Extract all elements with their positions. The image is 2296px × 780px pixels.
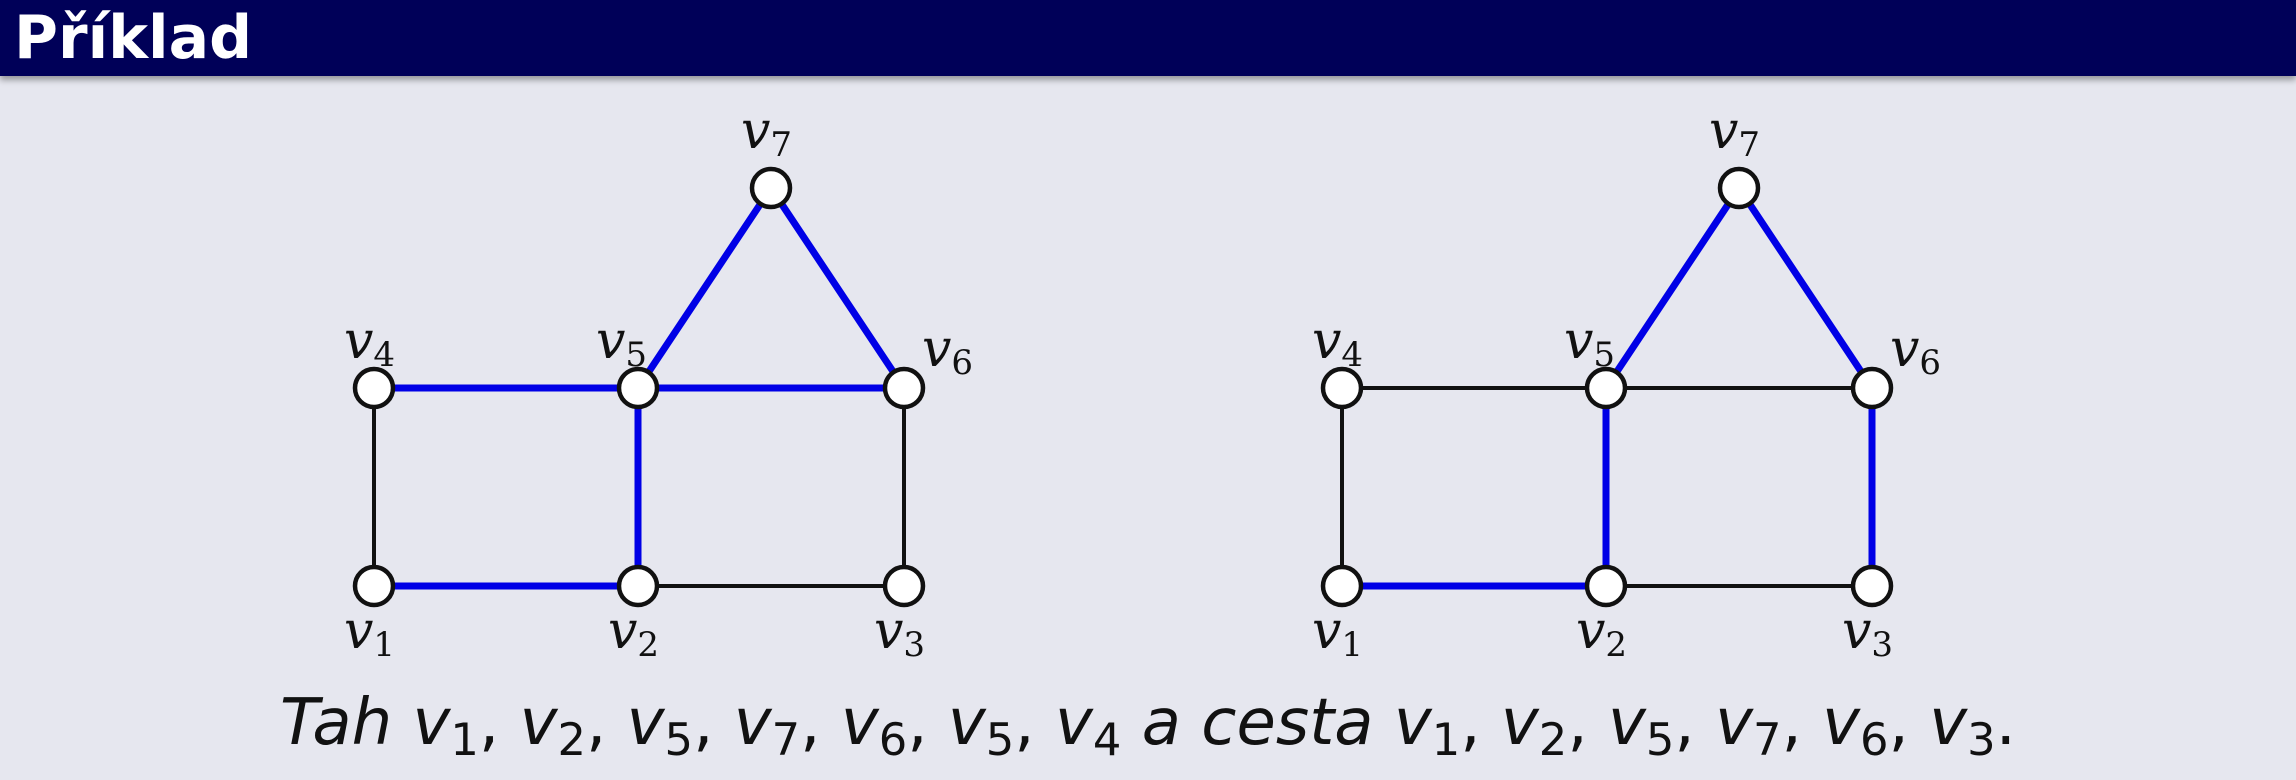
node-v2: [1584, 564, 1628, 608]
node-label-v4: v4: [344, 311, 395, 375]
node-v2: [616, 564, 660, 608]
caption-vertex: v6: [840, 686, 908, 767]
caption-end: .: [1995, 686, 2016, 760]
caption-vertex: v5: [947, 686, 1015, 767]
caption-vertex: v3: [1929, 686, 1996, 767]
edge-v6-v7-highlighted: [1736, 186, 1875, 390]
node-label-v7: v7: [741, 101, 792, 165]
node-v4: [352, 366, 396, 410]
node-v7: [749, 166, 793, 210]
node-label-v5: v5: [1564, 311, 1615, 375]
caption-connector: a cesta: [1141, 686, 1374, 760]
caption-vertex: v1: [1393, 686, 1461, 767]
graph-walk: v1 v2 v3 v4 v5 v6 v7: [344, 101, 973, 665]
node-v1: [352, 564, 396, 608]
node-label-v4: v4: [1312, 311, 1363, 375]
edge-v5-v7-highlighted: [1603, 186, 1742, 390]
title-bar: Příklad: [0, 0, 2296, 76]
caption-vertex: v2: [1500, 686, 1568, 767]
node-label-v1: v1: [344, 601, 395, 665]
caption-vertex: v7: [733, 686, 801, 767]
graph-path: v1 v2 v3 v4 v5 v6 v7: [1312, 101, 1941, 665]
caption-vertex: v6: [1822, 686, 1889, 767]
node-v6: [1850, 366, 1894, 410]
node-v5: [1584, 366, 1628, 410]
node-v7: [1717, 166, 1761, 210]
caption-vertex: v4: [1054, 686, 1122, 767]
node-label-v3: v3: [1842, 601, 1893, 665]
node-v3: [1850, 564, 1894, 608]
node-v5: [616, 366, 660, 410]
graphs-canvas: v1 v2 v3 v4 v5 v6 v7 v1 v2 v3 v4 v5 v6 v7: [344, 101, 1941, 665]
node-label-v1: v1: [1312, 601, 1363, 665]
node-label-v6: v6: [1890, 319, 1941, 383]
node-v1: [1320, 564, 1364, 608]
node-label-v2: v2: [608, 601, 659, 665]
caption-walk-word: Tah: [280, 686, 393, 760]
caption-vertex: v5: [626, 686, 694, 767]
node-v3: [882, 564, 926, 608]
slide-title: Příklad: [14, 3, 253, 73]
node-label-v6: v6: [922, 319, 973, 383]
caption: Tah v1, v2, v5, v7, v6, v5, v4 a cesta v…: [280, 686, 2016, 767]
caption-vertex: v5: [1608, 686, 1675, 767]
node-label-v5: v5: [596, 311, 647, 375]
node-label-v3: v3: [874, 601, 925, 665]
node-v4: [1320, 366, 1364, 410]
caption-vertex: v2: [519, 686, 586, 767]
node-v6: [882, 366, 926, 410]
caption-vertex: v7: [1715, 686, 1782, 767]
caption-vertex: v1: [412, 686, 479, 767]
edge-v5-v7-highlighted: [635, 186, 774, 390]
edge-v6-v7-highlighted: [768, 186, 907, 390]
node-label-v7: v7: [1709, 101, 1760, 165]
node-label-v2: v2: [1576, 601, 1627, 665]
